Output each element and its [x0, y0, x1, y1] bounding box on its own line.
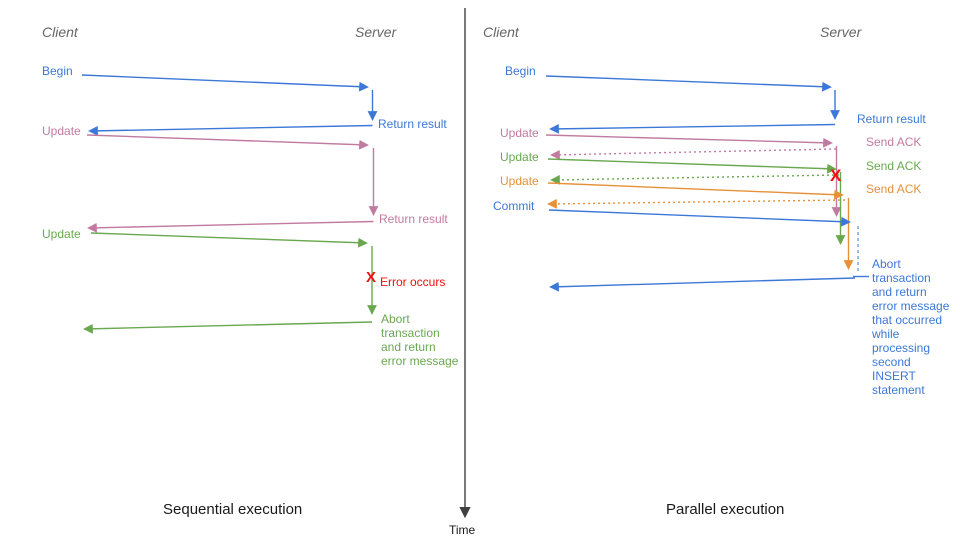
right-abort-note: Abort transaction and return error messa… [872, 257, 950, 397]
right-update-3-label: Update [500, 174, 539, 188]
right-commit-label: Commit [493, 199, 535, 213]
right-begin-label: Begin [505, 64, 536, 78]
right-update-1-label: Update [500, 126, 539, 140]
time-axis-label: Time [449, 523, 476, 537]
right-send-ack-2-label: Send ACK [866, 159, 922, 173]
left-begin-label: Begin [42, 64, 73, 78]
left-panel-title: Sequential execution [163, 501, 303, 518]
right-commit-request-arrow [548, 209, 851, 227]
right-panel-title: Parallel execution [666, 501, 785, 518]
right-send-ack-3-label: Send ACK [866, 182, 922, 196]
left-begin-request-arrow [81, 74, 369, 92]
left-server-header: Server [355, 24, 397, 40]
right-begin-request-arrow [545, 75, 832, 92]
right-update-2-request-arrow [547, 158, 837, 174]
left-return-result-2-label: Return result [379, 212, 448, 226]
right-ack-2-dotted-arrow [550, 174, 840, 185]
left-update-2-request-arrow [90, 232, 368, 248]
left-return-result-1-arrow [88, 124, 373, 136]
right-abort-response-arrow [549, 277, 856, 292]
right-update-1-request-arrow [545, 134, 833, 148]
left-client-header: Client [42, 24, 78, 40]
right-return-result-label: Return result [857, 112, 926, 126]
right-send-ack-1-label: Send ACK [866, 135, 922, 149]
right-ack-1-dotted-arrow [550, 148, 837, 160]
right-update-3-request-arrow [547, 182, 844, 200]
left-update-2-label: Update [42, 227, 81, 241]
right-update-2-label: Update [500, 150, 539, 164]
left-error-x-icon: X [366, 269, 377, 286]
left-update-1-label: Update [42, 124, 81, 138]
left-update-1-request-arrow [86, 134, 369, 150]
right-ack-3-dotted-arrow [547, 198, 846, 209]
right-client-header: Client [483, 24, 519, 40]
right-return-result-arrow [549, 123, 836, 134]
left-return-result-1-label: Return result [378, 117, 447, 131]
right-error-x-icon: X [830, 166, 842, 185]
left-error-occurs-label: Error occurs [380, 275, 446, 289]
left-abort-note: Abort transaction and return error messa… [381, 312, 459, 368]
left-abort-response-arrow [83, 321, 373, 334]
left-return-result-2-arrow [87, 220, 374, 233]
right-server-header: Server [820, 24, 862, 40]
